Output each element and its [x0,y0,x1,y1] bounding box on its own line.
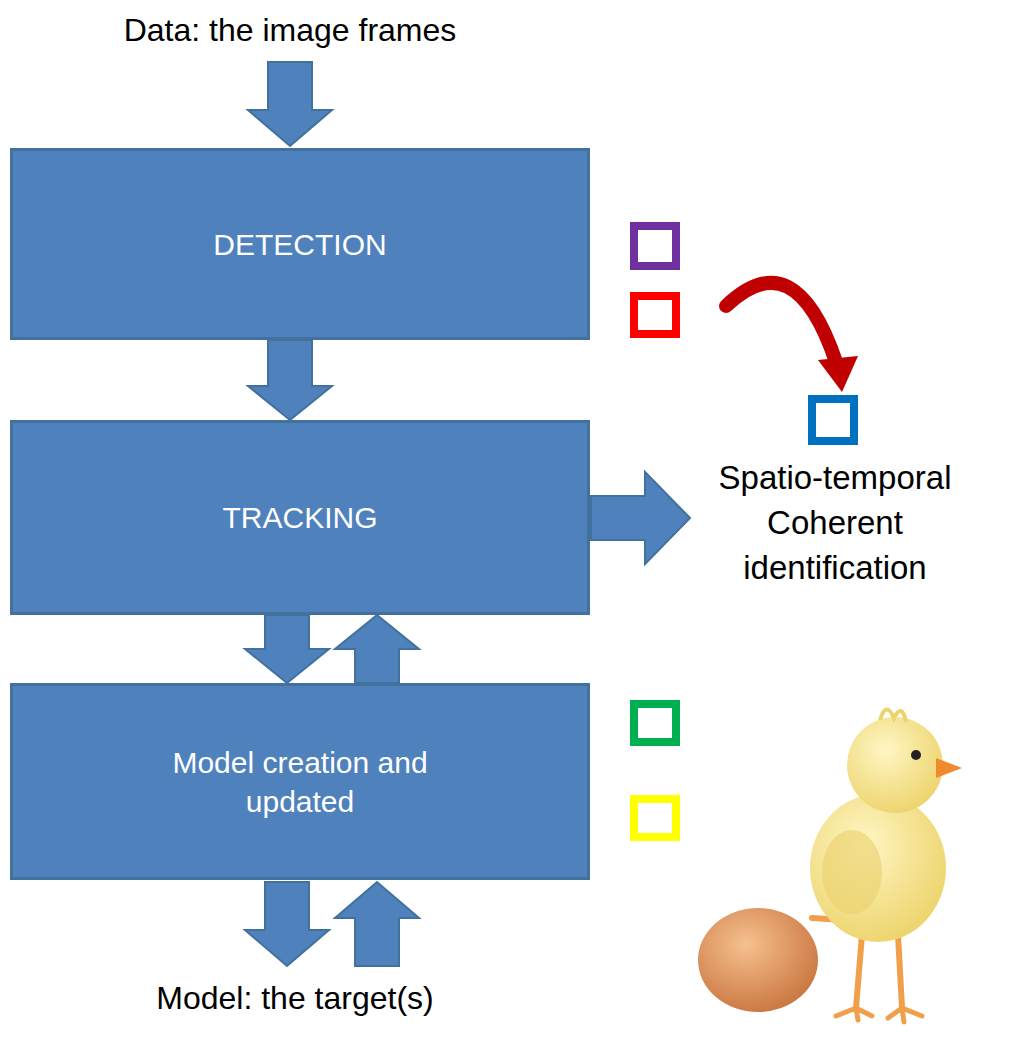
process-box: Model creation and updated [10,683,590,880]
red-square [634,296,676,334]
caption-text: Spatio-temporal Coherent identification [680,455,990,590]
flow-arrow [335,615,419,683]
green-square [634,704,676,742]
caption-text: Data: the image frames [40,10,540,50]
output-arrow [591,472,690,564]
input-arrow [248,62,332,146]
chick-head [847,717,943,813]
chick-illustration [698,709,962,1022]
feedback-arrow [335,882,419,966]
chick-beak [936,758,962,778]
process-box: TRACKING [10,420,590,615]
chick-wing [822,830,882,914]
blue-square [812,399,854,441]
yellow-square [634,799,676,837]
flow-arrow [248,340,332,420]
chick-tuft [880,709,906,722]
chick-body [810,794,946,942]
flow-arrow [245,615,329,683]
box-label: Model creation and updated [140,743,460,821]
curved-arrow-head [818,356,858,392]
chick-leg [898,935,902,1008]
output-arrow [245,882,329,966]
chick-leg [856,935,862,1008]
curved-arrow [726,283,836,362]
box-label: DETECTION [213,225,386,264]
chick-toes [836,1008,922,1022]
process-box: DETECTION [10,148,590,340]
egg [698,908,818,1012]
box-label: TRACKING [222,498,377,537]
chick-eye [911,750,921,760]
purple-square [634,226,676,266]
caption-text: Model: the target(s) [45,978,545,1018]
